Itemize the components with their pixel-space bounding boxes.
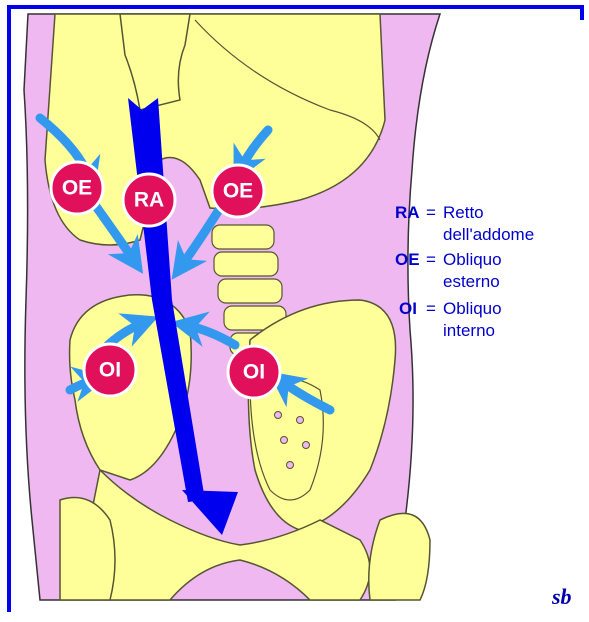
legend-abbr-oe: OE (395, 250, 420, 269)
legend-eq-oe: = (426, 250, 436, 269)
legend-line2-oe: esterno (443, 272, 500, 291)
badge-oi-right: OI (228, 346, 280, 398)
legend-line1-oe: Obliquo (443, 250, 502, 269)
badge-oe-left: OE (51, 162, 103, 214)
right-femur (369, 513, 430, 600)
legend-line1-ra: Retto (443, 203, 484, 222)
badge-oi-right-label: OI (243, 361, 265, 384)
legend-line2-oi: interno (443, 321, 495, 340)
badge-oe-left-label: OE (62, 177, 92, 200)
badge-oe-right: OE (212, 165, 264, 217)
legend-abbr-oi: OI (399, 299, 417, 318)
badge-ra-label: RA (134, 189, 164, 212)
legend-abbr-ra: RA (395, 203, 420, 222)
legend-eq-oi: = (426, 299, 436, 318)
badge-ra: RA (123, 174, 175, 226)
artist-signature: sb (551, 584, 572, 609)
badge-oi-left-label: OI (99, 359, 121, 382)
badge-oe-right-label: OE (223, 180, 253, 203)
legend-eq-ra: = (426, 203, 436, 222)
badge-oi-left: OI (84, 344, 136, 396)
legend-line2-ra: dell'addome (443, 225, 534, 244)
legend-line1-oi: Obliquo (443, 299, 502, 318)
